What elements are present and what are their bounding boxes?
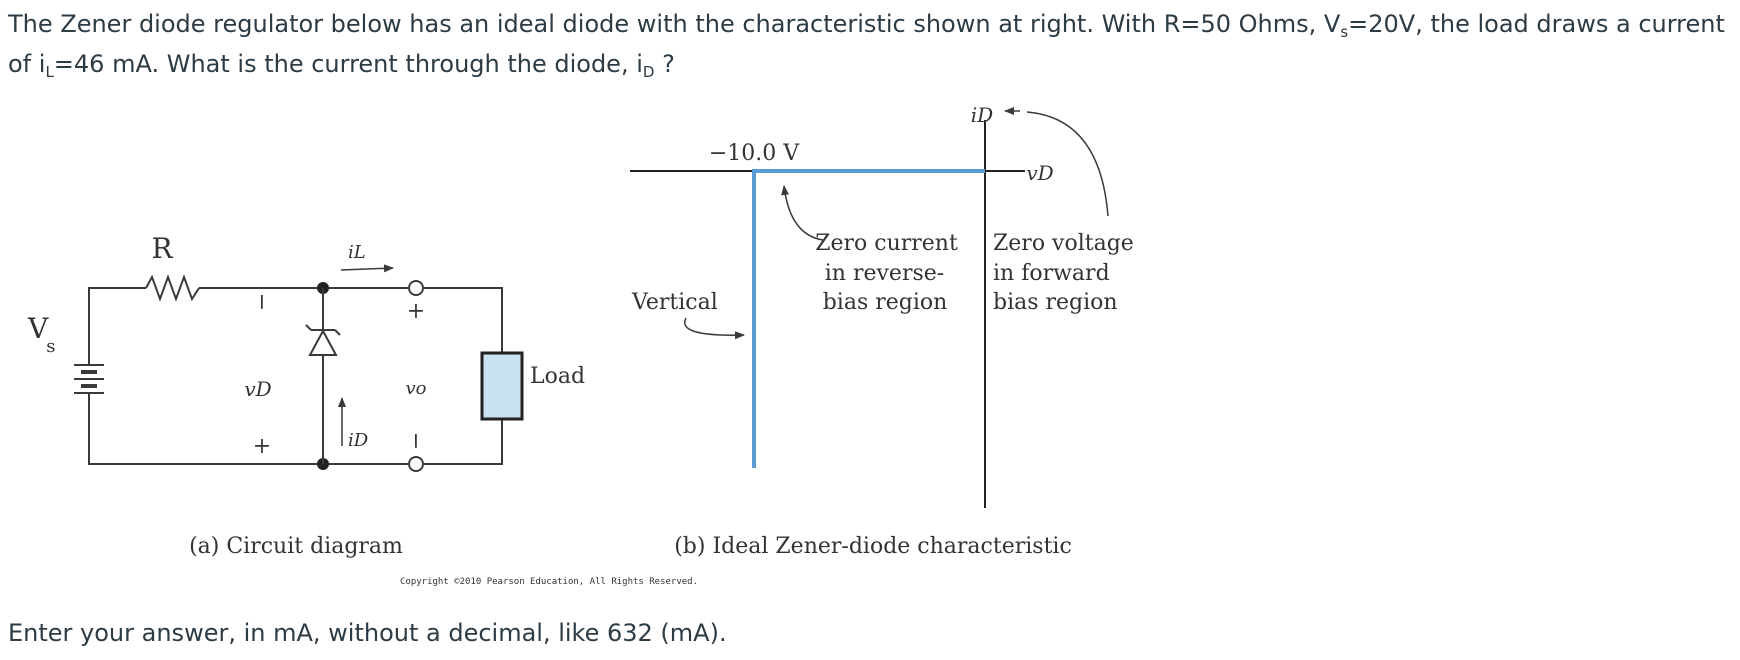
top-terminal <box>408 280 424 296</box>
resistor-label: R <box>151 232 173 265</box>
zener-characteristic: −10.0 V iD vD Zero current in reverse- b… <box>630 103 1141 559</box>
vo-label: vo <box>405 378 426 399</box>
bottom-wire <box>88 408 503 465</box>
vo-plus-sign: + <box>407 299 425 324</box>
id-axis-label: iD <box>971 103 993 127</box>
vd-plus-sign: + <box>253 434 271 459</box>
vo-minus-sign: − <box>403 432 428 450</box>
diode-current-label: iD <box>348 430 369 451</box>
breakdown-voltage-label: −10.0 V <box>709 141 800 166</box>
load-current-label: iL <box>348 242 366 263</box>
characteristic-caption: (b) Ideal Zener-diode characteristic <box>674 534 1072 559</box>
copyright-notice: Copyright ©2010 Pearson Education, All R… <box>400 577 698 587</box>
reverse-note-arrow <box>781 185 824 241</box>
bottom-terminal <box>408 456 424 472</box>
load-label: Load <box>530 364 585 389</box>
zener-curve <box>752 169 985 468</box>
load-box <box>480 351 524 421</box>
zener-diode-symbol <box>305 288 341 464</box>
reverse-bias-note: Zero current in reverse- bias region <box>815 231 965 315</box>
vd-minus-sign: − <box>249 293 274 311</box>
vd-label: vD <box>244 377 271 401</box>
question-text: The Zener diode regulator below has an i… <box>8 10 1725 81</box>
axis-curved-arrow <box>1026 111 1109 217</box>
resistor-symbol <box>145 274 200 302</box>
vertical-note-arrow <box>684 317 745 340</box>
vd-axis-label: vD <box>1026 161 1053 185</box>
vertical-note: Vertical <box>631 290 718 315</box>
circuit-caption: (a) Circuit diagram <box>189 534 403 559</box>
top-wire <box>88 287 503 353</box>
forward-bias-note: Zero voltage in forward bias region <box>993 231 1141 315</box>
answer-instructions: Enter your answer, in mA, without a deci… <box>8 619 727 647</box>
battery-symbol <box>74 348 104 408</box>
load-current-arrow <box>340 264 394 273</box>
